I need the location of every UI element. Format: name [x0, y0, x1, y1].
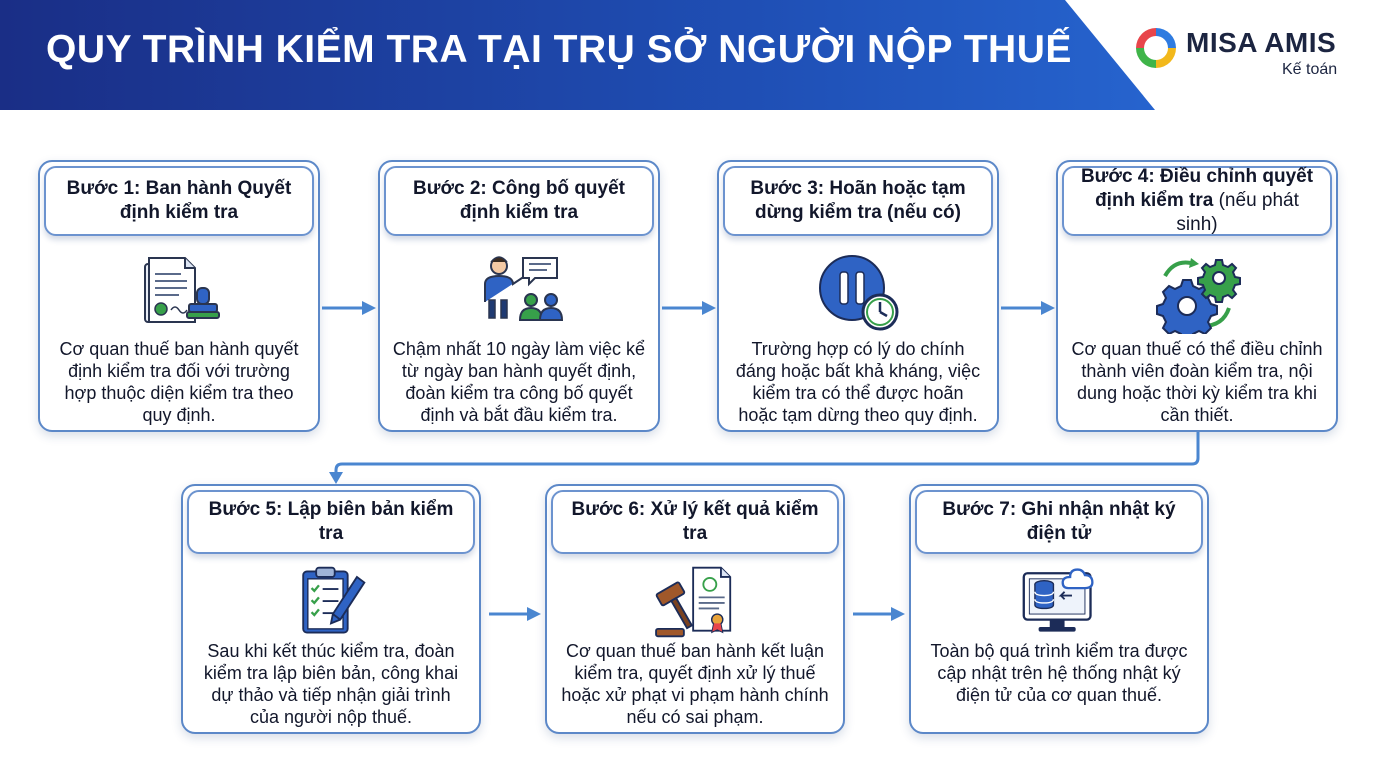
step-description-4: Cơ quan thuế có thể điều chỉnh thành viê…: [1071, 339, 1323, 425]
arrow-right-6-7: [847, 604, 907, 624]
step-card-1: Bước 1: Ban hành Quyết định kiểm tra Cơ …: [38, 160, 320, 432]
gavel-certificate-icon: [649, 564, 741, 640]
arrow-connector-4-5: [320, 430, 1210, 486]
page-title: QUY TRÌNH KIỂM TRA TẠI TRỤ SỞ NGƯỜI NỘP …: [46, 28, 1072, 71]
presenter-icon: [473, 252, 565, 334]
step-title-4: Bước 4: Điều chỉnh quyết định kiểm tra (…: [1062, 166, 1332, 236]
step-title-4-text: Bước 4: Điều chỉnh quyết định kiểm tra: [1080, 166, 1314, 211]
step-title-1-text: Bước 1: Ban hành Quyết định kiểm tra: [66, 178, 292, 223]
arrow-right-3-4: [999, 298, 1057, 318]
gears-icon: [1151, 252, 1243, 334]
clipboard-checklist-icon: [285, 564, 377, 640]
step-title-7: Bước 7: Ghi nhận nhật ký điện tử: [915, 490, 1203, 554]
misa-logo-icon: [1132, 24, 1180, 72]
step-card-3: Bước 3: Hoãn hoặc tạm dừng kiểm tra (nếu…: [717, 160, 999, 432]
step-card-2: Bước 2: Công bố quyết định kiểm tra Chậm…: [378, 160, 660, 432]
step-description-5: Sau khi kết thúc kiểm tra, đoàn kiểm tra…: [203, 641, 459, 727]
step-card-5: Bước 5: Lập biên bản kiểm tra Sau khi kế…: [181, 484, 481, 734]
step-title-2-text: Bước 2: Công bố quyết định kiểm tra: [413, 178, 625, 223]
step-description-2: Chậm nhất 10 ngày làm việc kể từ ngày ba…: [392, 339, 646, 425]
arrow-right-2-3: [660, 298, 718, 318]
step-title-1: Bước 1: Ban hành Quyết định kiểm tra: [44, 166, 314, 236]
step-title-3-text: Bước 3: Hoãn hoặc tạm dừng kiểm tra (nếu…: [750, 178, 966, 223]
step-title-6-text: Bước 6: Xử lý kết quả kiểm tra: [571, 499, 819, 544]
step-description-3: Trường hợp có lý do chính đáng hoặc bất …: [735, 339, 981, 425]
step-title-4-suffix: (nếu phát sinh): [1176, 190, 1299, 235]
step-card-4: Bước 4: Điều chỉnh quyết định kiểm tra (…: [1056, 160, 1338, 432]
step-card-6: Bước 6: Xử lý kết quả kiểm tra Cơ quan t…: [545, 484, 845, 734]
document-stamp-icon: [133, 252, 225, 334]
step-title-3: Bước 3: Hoãn hoặc tạm dừng kiểm tra (nếu…: [723, 166, 993, 236]
step-title-6: Bước 6: Xử lý kết quả kiểm tra: [551, 490, 839, 554]
step-description-1: Cơ quan thuế ban hành quyết định kiểm tr…: [59, 339, 299, 425]
pause-clock-icon: [812, 252, 904, 334]
arrow-right-1-2: [320, 298, 378, 318]
database-cloud-icon: [1013, 564, 1105, 640]
step-card-7: Bước 7: Ghi nhận nhật ký điện tử Toàn bộ…: [909, 484, 1209, 734]
step-description-6: Cơ quan thuế ban hành kết luận kiểm tra,…: [561, 641, 829, 727]
arrow-right-5-6: [483, 604, 543, 624]
step-title-2: Bước 2: Công bố quyết định kiểm tra: [384, 166, 654, 236]
logo-name: MISA AMIS: [1186, 27, 1337, 58]
step-title-5: Bước 5: Lập biên bản kiểm tra: [187, 490, 475, 554]
logo-subtitle: Kế toán: [1282, 61, 1338, 78]
step-title-5-text: Bước 5: Lập biên bản kiểm tra: [208, 499, 454, 544]
step-description-7: Toàn bộ quá trình kiểm tra được cập nhật…: [930, 641, 1188, 705]
step-title-7-text: Bước 7: Ghi nhận nhật ký điện tử: [942, 499, 1176, 544]
